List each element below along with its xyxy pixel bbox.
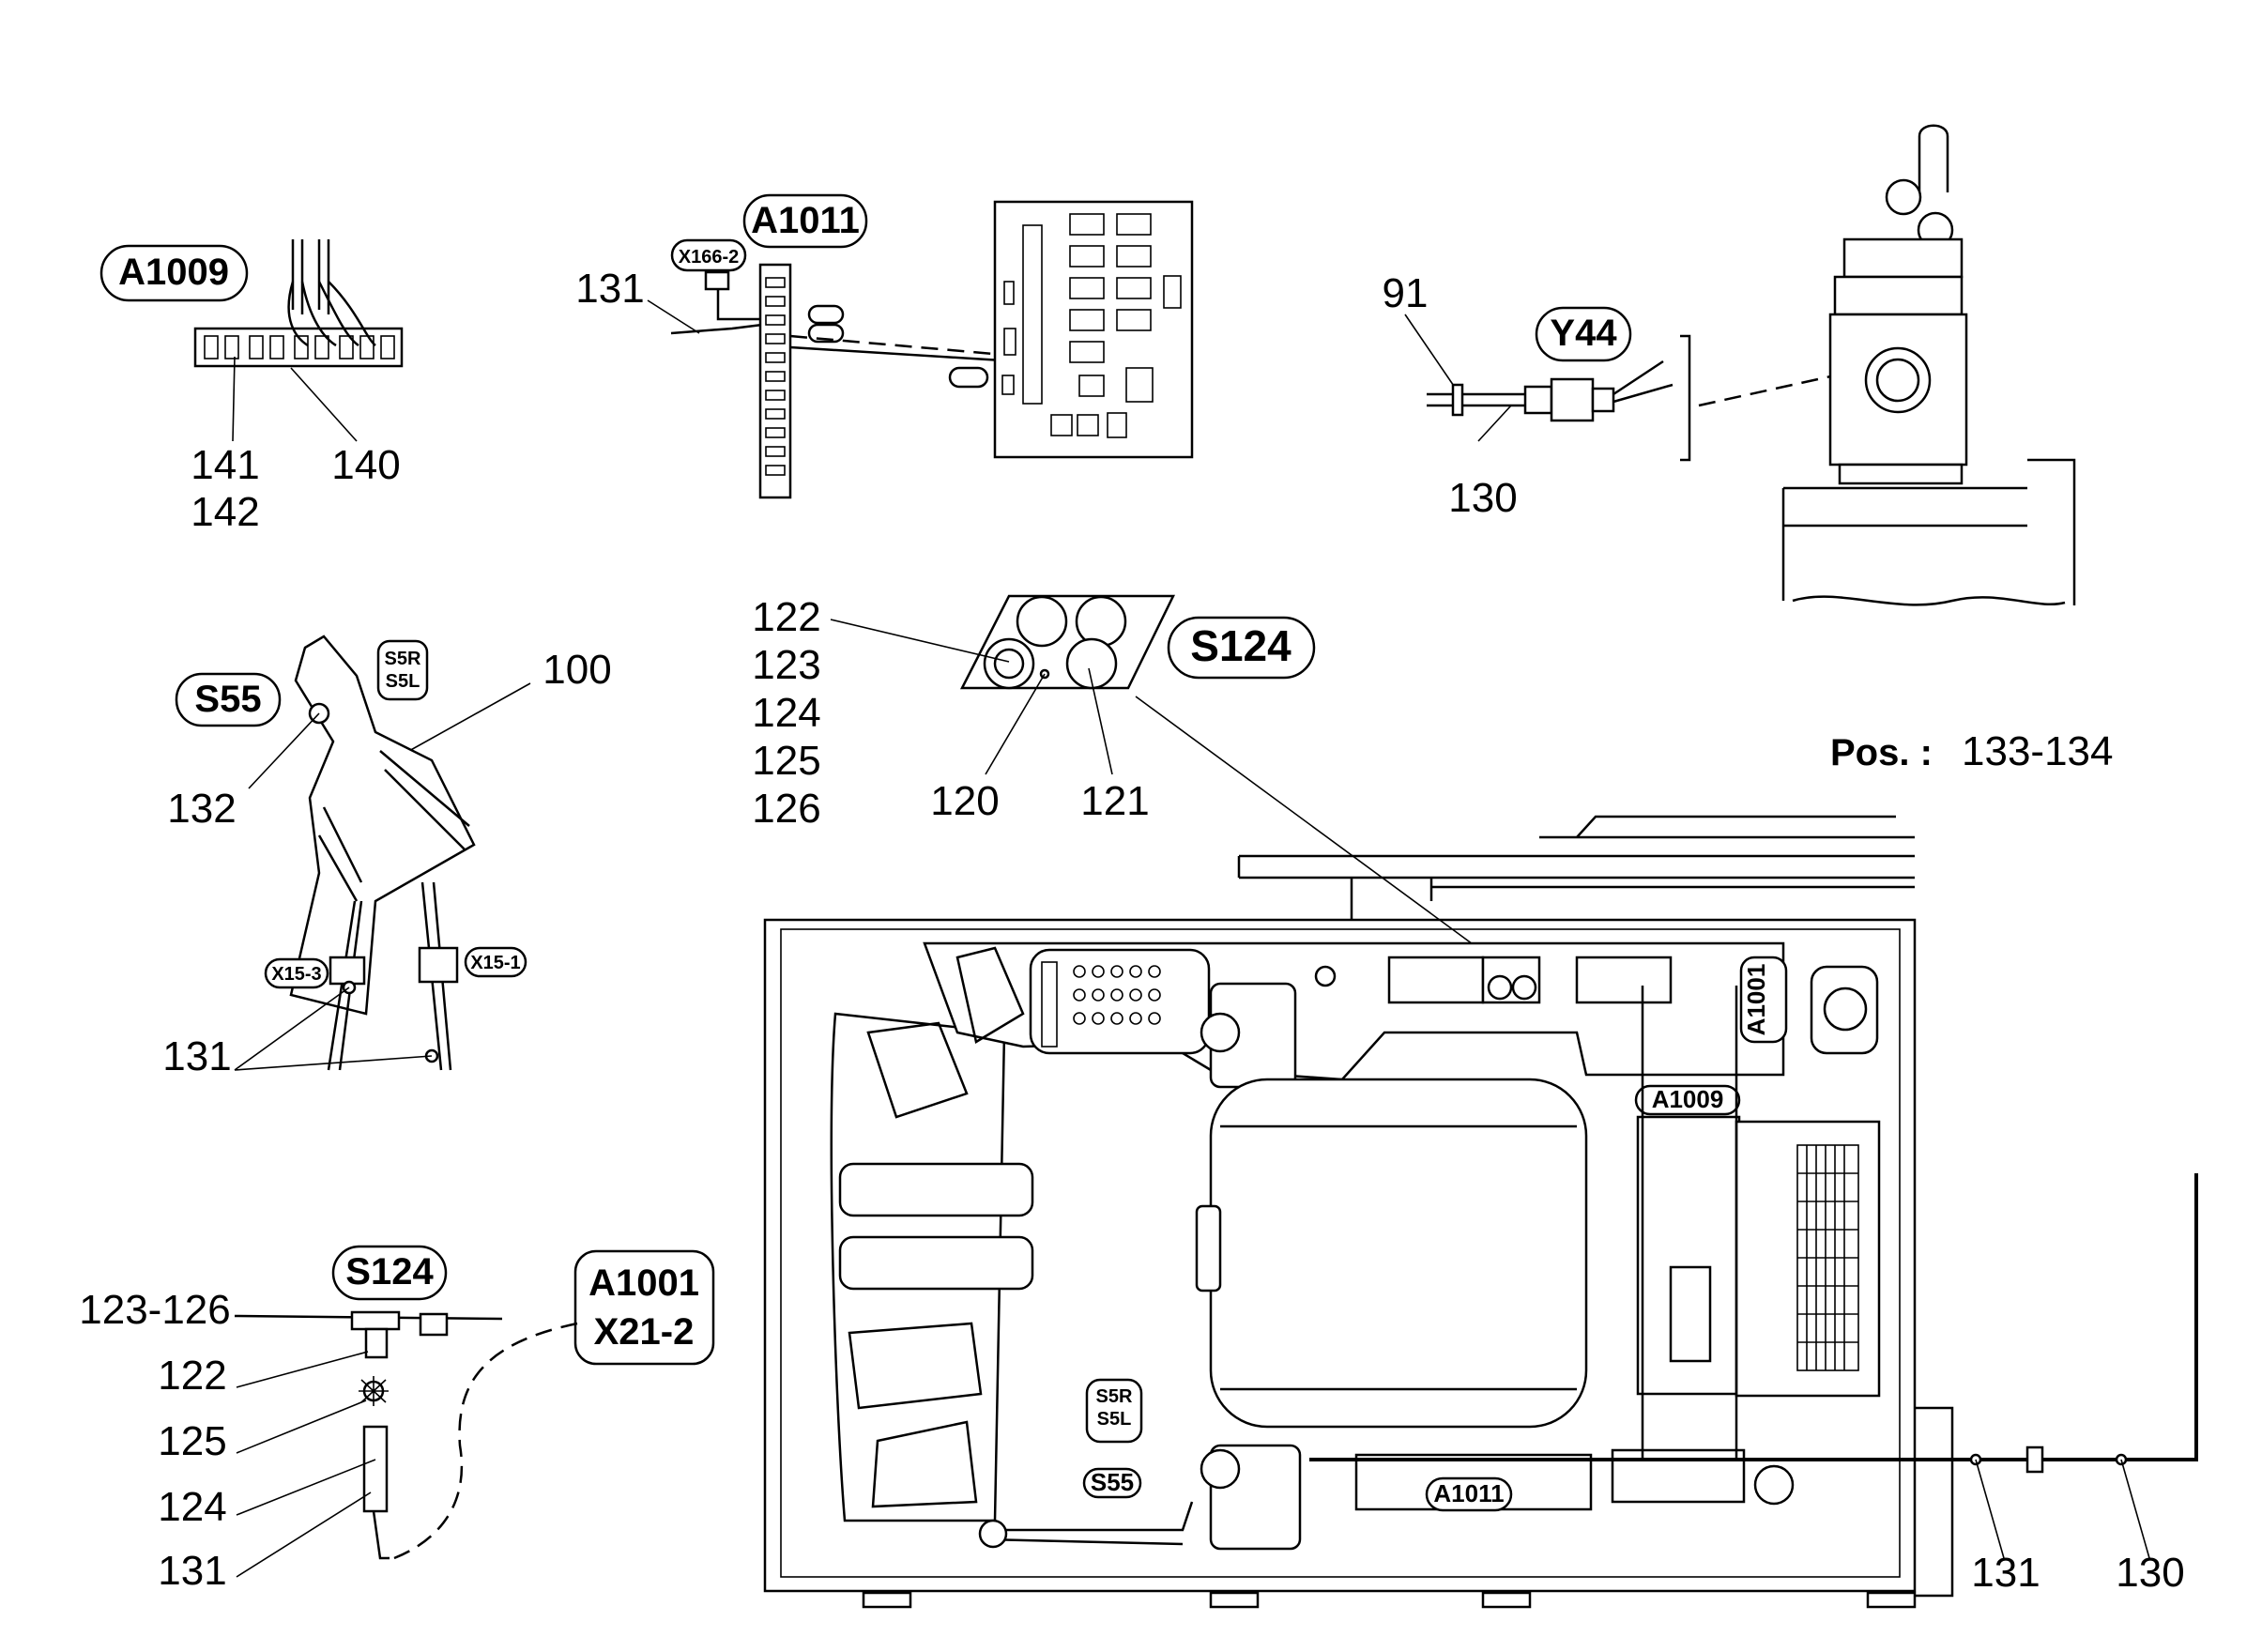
label-125: 125 bbox=[752, 738, 820, 784]
x15-1-tag-box bbox=[464, 946, 527, 978]
cab-frame bbox=[763, 918, 1917, 1593]
label-131-a1011: 131 bbox=[575, 266, 644, 312]
label-125-bottom: 125 bbox=[158, 1418, 226, 1464]
a1011-pcb bbox=[993, 200, 1194, 459]
label-130-y44: 130 bbox=[1448, 475, 1517, 521]
s55-tag-box bbox=[175, 672, 282, 727]
x166-2-tag: X166-2 bbox=[679, 247, 740, 268]
a1011-tag: A1011 bbox=[751, 200, 860, 241]
a1009-board-tag: A1009 bbox=[1652, 1085, 1724, 1113]
x15-3-tag: X15-3 bbox=[271, 964, 321, 985]
label-122: 122 bbox=[752, 594, 820, 640]
a1011-detail: A1011 X166-2 131 bbox=[575, 193, 1194, 499]
label-140: 140 bbox=[331, 442, 400, 488]
a1011-tag-box bbox=[742, 193, 868, 249]
a1009-fan bbox=[1735, 1120, 1881, 1398]
label-91: 91 bbox=[1383, 270, 1429, 316]
x15-3-tag-box bbox=[264, 957, 329, 989]
a1009-terminal-strip bbox=[193, 327, 404, 368]
a1009-tag: A1009 bbox=[118, 252, 229, 293]
s5r-s5l-tag-box bbox=[376, 639, 429, 701]
s124-bottom-tag-box bbox=[331, 1245, 448, 1301]
label-100: 100 bbox=[543, 647, 611, 693]
label-131-bottom: 131 bbox=[158, 1548, 226, 1594]
pos-value: 133-134 bbox=[1962, 728, 2113, 774]
a1009-tag-box bbox=[99, 244, 249, 302]
pos-label: Pos. : bbox=[1830, 732, 1933, 773]
seat bbox=[1209, 1078, 1588, 1429]
label-131-main: 131 bbox=[1971, 1550, 2040, 1596]
x166-2-tag-box bbox=[670, 238, 747, 272]
label-142: 142 bbox=[191, 489, 259, 535]
s124-tag-box bbox=[1167, 616, 1316, 680]
label-126: 126 bbox=[752, 786, 820, 832]
s55-board-tag: S55 bbox=[1091, 1468, 1134, 1496]
label-124: 124 bbox=[752, 690, 820, 736]
s124-detail: S124 122 123 124 125 126 120 121 bbox=[752, 594, 1498, 963]
a1001-board-tag: A1001 bbox=[1742, 964, 1770, 1036]
x15-1-tag: X15-1 bbox=[470, 953, 520, 973]
s124-bottom-tag: S124 bbox=[345, 1251, 434, 1293]
label-120: 120 bbox=[930, 778, 999, 824]
label-123: 123 bbox=[752, 642, 820, 688]
label-121: 121 bbox=[1080, 778, 1149, 824]
y44-detail: 91 Y44 130 bbox=[1383, 124, 2076, 606]
y44-tag-box bbox=[1535, 306, 1632, 362]
a1011-board-tag: A1011 bbox=[1433, 1479, 1504, 1507]
label-122-bottom: 122 bbox=[158, 1353, 226, 1399]
label-123-126: 123-126 bbox=[79, 1287, 230, 1333]
label-132: 132 bbox=[167, 786, 236, 832]
a1001-x21-2-tag-box bbox=[573, 1249, 715, 1366]
y44-tag: Y44 bbox=[1550, 313, 1617, 354]
a1009-detail: A1009 141 140 142 bbox=[99, 239, 404, 535]
s55-tag: S55 bbox=[194, 679, 261, 720]
label-141: 141 bbox=[191, 442, 259, 488]
label-124-bottom: 124 bbox=[158, 1484, 226, 1530]
s124-tag: S124 bbox=[1190, 621, 1291, 670]
label-131-s55: 131 bbox=[162, 1033, 231, 1079]
label-130-main: 130 bbox=[2116, 1550, 2184, 1596]
